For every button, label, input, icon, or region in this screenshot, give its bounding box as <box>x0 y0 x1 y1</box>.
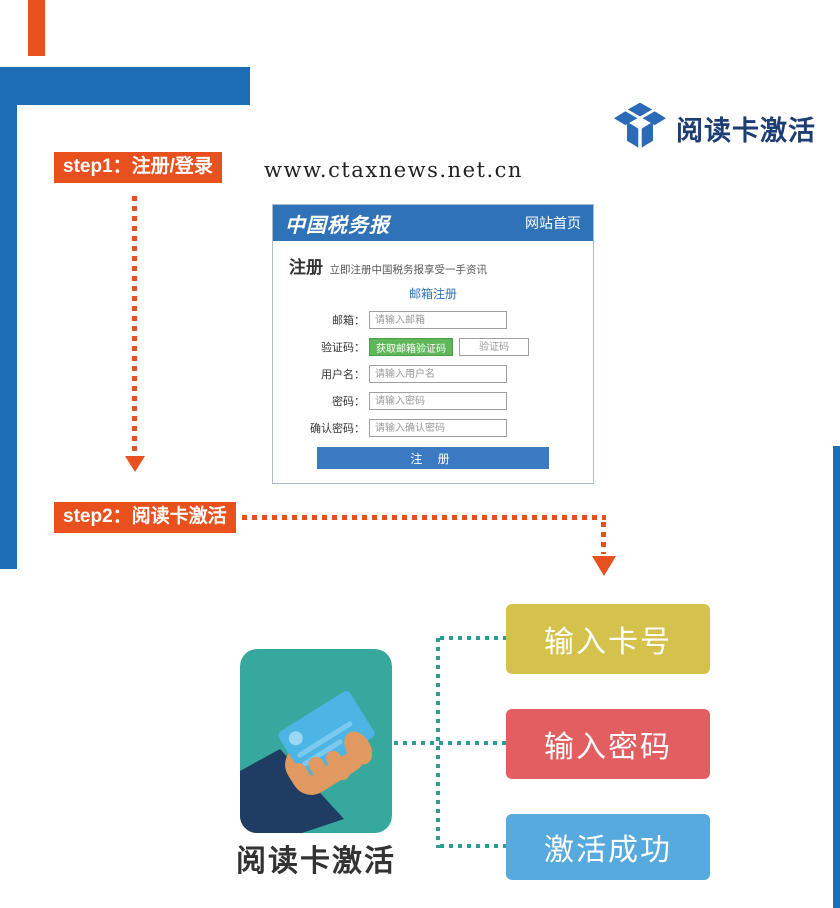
form-title: 注册 <box>289 258 323 277</box>
right-blue-bar <box>833 446 840 908</box>
connector-password <box>394 741 506 745</box>
step2-badge: step2：阅读卡激活 <box>54 502 236 533</box>
box-logo-icon <box>614 102 666 155</box>
site-url: www.ctaxnews.net.cn <box>264 158 523 182</box>
username-input[interactable] <box>369 365 507 383</box>
email-input[interactable] <box>369 311 507 329</box>
card-number-step: 输入卡号 <box>506 604 710 674</box>
form-title-row: 注册 立即注册中国税务报享受一手资讯 <box>273 253 593 278</box>
connector-card-number <box>440 636 506 640</box>
captcha-input[interactable] <box>459 338 529 356</box>
orange-accent-bar <box>28 0 45 56</box>
step2-arrowhead <box>592 556 616 576</box>
captcha-label: 验证码： <box>321 342 365 354</box>
step1-arrowhead <box>125 456 145 472</box>
confirm-password-label: 确认密码： <box>310 423 365 435</box>
form-body: 注册 立即注册中国税务报享受一手资讯 邮箱注册 邮箱： 验证码： 获取邮箱验证码… <box>273 241 593 483</box>
password-row: 密码： <box>273 392 593 410</box>
username-label: 用户名： <box>321 369 365 381</box>
brand-logo: 阅读卡激活 <box>614 102 816 155</box>
form-header: 中国税务报 网站首页 <box>273 205 593 241</box>
success-step: 激活成功 <box>506 814 710 880</box>
confirm-password-input[interactable] <box>369 419 507 437</box>
password-step: 输入密码 <box>506 709 710 779</box>
step2-connector-vertical <box>601 522 606 554</box>
home-link[interactable]: 网站首页 <box>525 215 581 231</box>
hand-holding-card-icon <box>240 649 392 833</box>
activation-caption: 阅读卡激活 <box>236 845 396 878</box>
step1-arrow-line <box>132 196 137 452</box>
step1-badge: step1：注册/登录 <box>54 152 222 183</box>
left-blue-bar <box>0 67 17 569</box>
password-input[interactable] <box>369 392 507 410</box>
captcha-row: 验证码： 获取邮箱验证码 <box>273 338 593 356</box>
get-captcha-button[interactable]: 获取邮箱验证码 <box>369 338 453 356</box>
username-row: 用户名： <box>273 365 593 383</box>
registration-form-window: 中国税务报 网站首页 注册 立即注册中国税务报享受一手资讯 邮箱注册 邮箱： 验… <box>272 204 594 484</box>
password-label: 密码： <box>332 396 365 408</box>
form-subtitle: 立即注册中国税务报享受一手资讯 <box>329 264 487 276</box>
step2-connector-horizontal <box>242 515 606 520</box>
confirm-password-row: 确认密码： <box>273 419 593 437</box>
connector-success <box>440 844 506 848</box>
register-button[interactable]: 注 册 <box>317 447 549 469</box>
brand-title: 阅读卡激活 <box>676 116 816 146</box>
site-brand-logo: 中国税务报 <box>285 212 390 237</box>
email-row: 邮箱： <box>273 311 593 329</box>
email-register-link[interactable]: 邮箱注册 <box>408 287 457 301</box>
top-blue-bar <box>0 67 250 105</box>
email-label: 邮箱： <box>332 315 365 327</box>
